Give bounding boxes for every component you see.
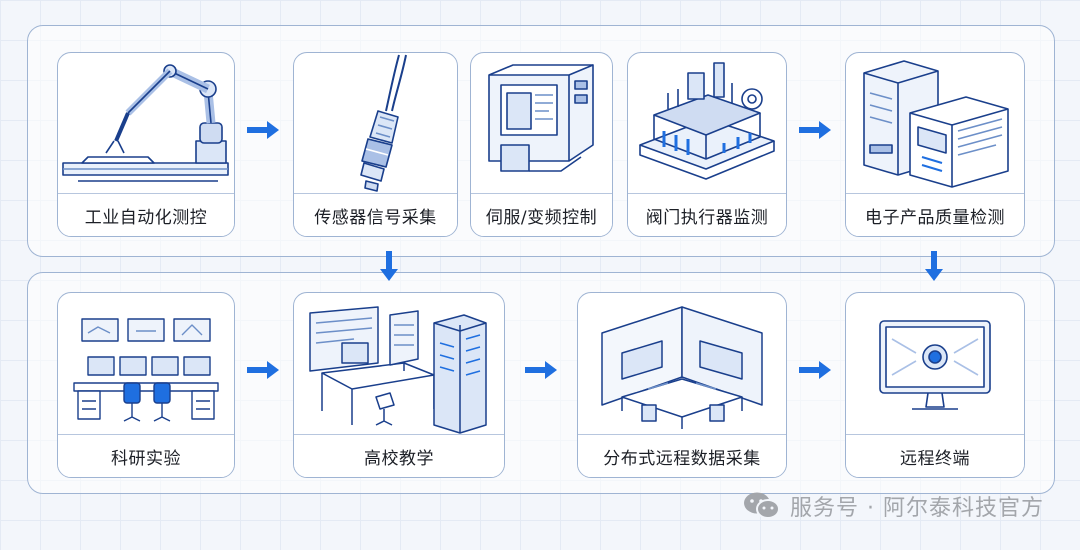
valve-actuator-icon xyxy=(639,62,775,180)
card-label: 分布式远程数据采集 xyxy=(578,434,786,477)
footer-watermark: 服务号 · 阿尔泰科技官方 xyxy=(742,486,1044,526)
card-remote-terminal[interactable]: 远程终端 xyxy=(845,292,1025,478)
footer-text: 服务号 · 阿尔泰科技官方 xyxy=(790,496,1044,521)
arrow-down-icon xyxy=(924,250,944,282)
arrow-right-icon xyxy=(245,120,281,140)
card-industrial-automation[interactable]: 工业自动化测控 xyxy=(57,52,235,237)
arrow-right-icon xyxy=(797,360,833,380)
card-research-lab[interactable]: 科研实验 xyxy=(57,292,235,478)
card-label: 伺服/变频控制 xyxy=(471,193,612,236)
card-label: 远程终端 xyxy=(846,434,1024,477)
robot-arm-icon xyxy=(62,64,229,182)
research-lab-icon xyxy=(73,318,219,422)
card-sensor-acquisition[interactable]: 传感器信号采集 xyxy=(293,52,458,237)
card-servo-control[interactable]: 伺服/变频控制 xyxy=(470,52,613,237)
arrow-down-icon xyxy=(379,250,399,282)
card-university-teaching[interactable]: 高校教学 xyxy=(293,292,505,478)
university-lab-icon xyxy=(309,306,487,434)
wechat-icon xyxy=(744,492,781,519)
card-label: 科研实验 xyxy=(58,434,234,477)
card-valve-actuator[interactable]: 阀门执行器监测 xyxy=(627,52,787,237)
card-label: 传感器信号采集 xyxy=(294,193,457,236)
servo-drive-icon xyxy=(488,64,594,172)
sensor-probe-icon xyxy=(360,54,407,192)
arrow-right-icon xyxy=(523,360,559,380)
card-quality-testing[interactable]: 电子产品质量检测 xyxy=(845,52,1025,237)
card-label: 电子产品质量检测 xyxy=(846,193,1024,236)
card-label: 高校教学 xyxy=(294,434,504,477)
card-label: 工业自动化测控 xyxy=(58,193,234,236)
distributed-office-icon xyxy=(601,306,763,429)
arrow-right-icon xyxy=(245,360,281,380)
test-equipment-icon xyxy=(863,60,1009,188)
card-distributed-acquisition[interactable]: 分布式远程数据采集 xyxy=(577,292,787,478)
card-label: 阀门执行器监测 xyxy=(628,193,786,236)
arrow-right-icon xyxy=(797,120,833,140)
remote-terminal-icon xyxy=(879,320,991,410)
